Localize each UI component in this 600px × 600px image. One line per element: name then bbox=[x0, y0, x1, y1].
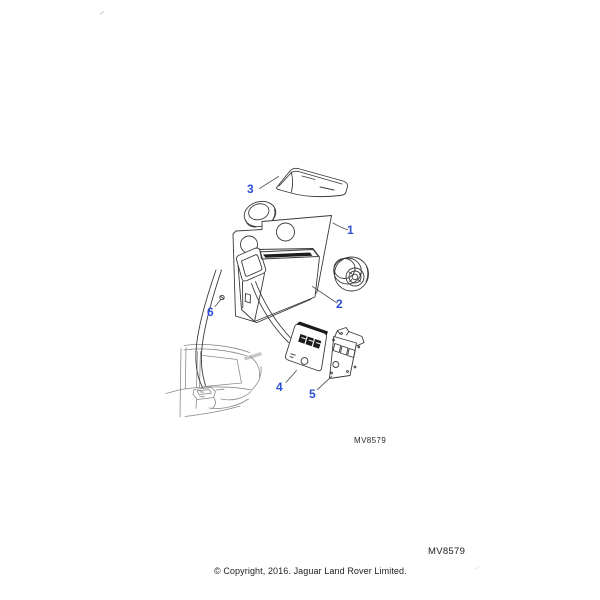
callout-3: 3 bbox=[247, 182, 254, 196]
console-box-part bbox=[235, 247, 320, 322]
callout-4: 4 bbox=[276, 380, 283, 394]
print-specks bbox=[99, 11, 481, 570]
footer-reference-code: MV8579 bbox=[428, 546, 466, 557]
copyright-notice: © Copyright, 2016. Jaguar Land Rover Lim… bbox=[214, 566, 407, 576]
callout-1: 1 bbox=[347, 223, 354, 237]
switch-panel-cable bbox=[251, 281, 293, 343]
cigar-lighter-part bbox=[333, 256, 369, 292]
diagram-reference-code: MV8579 bbox=[354, 436, 387, 445]
callout-6: 6 bbox=[207, 305, 214, 319]
callout-leader-lines bbox=[214, 176, 348, 390]
cable-part bbox=[195, 269, 222, 388]
callout-2: 2 bbox=[336, 297, 343, 311]
fixing-screw bbox=[219, 294, 225, 301]
callout-5: 5 bbox=[309, 387, 316, 401]
mounting-bracket-part bbox=[329, 327, 365, 379]
switch-panel-part bbox=[284, 321, 328, 372]
trim-pad-part bbox=[276, 167, 348, 198]
vehicle-location-sketch bbox=[165, 344, 263, 418]
